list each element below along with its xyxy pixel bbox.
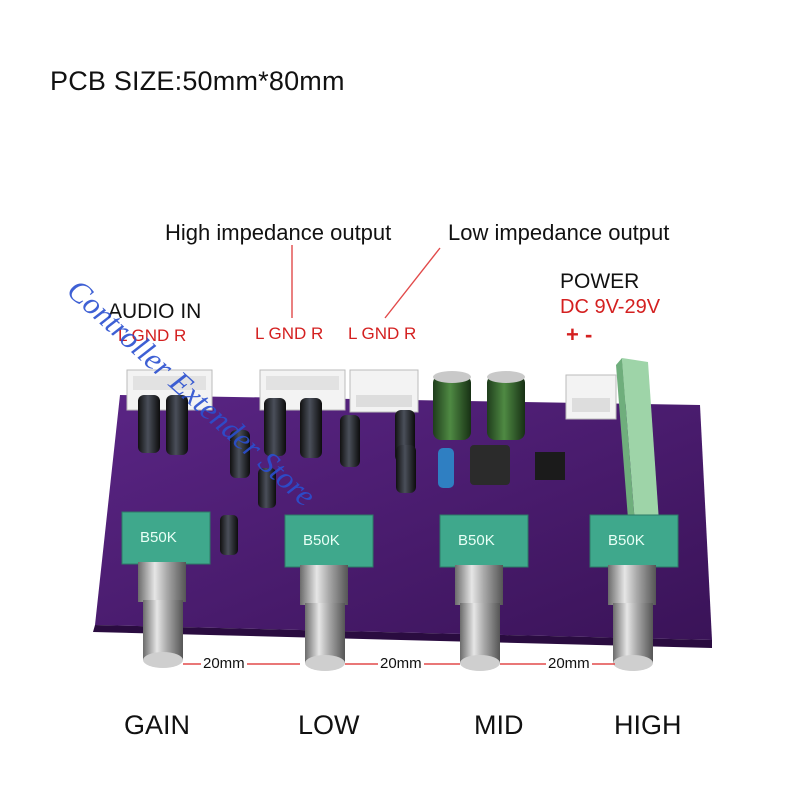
pot-low-marking: B50K [303, 532, 340, 549]
pot-high: B50K [589, 514, 679, 671]
knob-label-mid: MID [474, 710, 524, 740]
inductor [470, 445, 510, 485]
spacing-mid-high: 20mm [546, 655, 592, 672]
power-label: POWER [560, 270, 640, 293]
pot-gain-marking: B50K [140, 529, 177, 546]
connector-power [565, 374, 617, 420]
connector-high-impedance [259, 369, 346, 411]
knob-label-high: HIGH [614, 710, 682, 740]
pointer-low-impedance [384, 247, 441, 319]
audio-in-pins: L GND R [118, 326, 187, 345]
pot-mid-marking: B50K [458, 532, 495, 549]
pot-mid: B50K [439, 514, 529, 671]
knob-label-low: LOW [298, 710, 360, 740]
low-output-pins: L GND R [348, 324, 417, 343]
knob-label-gain: GAIN [124, 710, 191, 740]
power-polarity: + - [566, 322, 593, 347]
connector-low-impedance [349, 369, 419, 413]
spacing-low-mid: 20mm [378, 655, 424, 672]
green-capacitors [433, 371, 525, 440]
high-impedance-output-label: High impedance output [165, 220, 392, 245]
pot-high-marking: B50K [608, 532, 645, 549]
black-capacitors [138, 395, 416, 555]
pcb-edge [93, 625, 712, 648]
spacing-gain-low: 20mm [201, 655, 247, 672]
blue-resistor [438, 448, 454, 488]
regulator-ic [535, 452, 565, 480]
low-impedance-output-label: Low impedance output [448, 220, 670, 245]
pot-gain: B50K [121, 511, 211, 668]
pot-low: B50K [284, 514, 374, 671]
audio-in-label: AUDIO IN [108, 300, 202, 323]
power-spec: DC 9V-29V [560, 296, 661, 318]
high-output-pins: L GND R [255, 324, 324, 343]
pcb-size-title: PCB SIZE:50mm*80mm [50, 66, 345, 96]
